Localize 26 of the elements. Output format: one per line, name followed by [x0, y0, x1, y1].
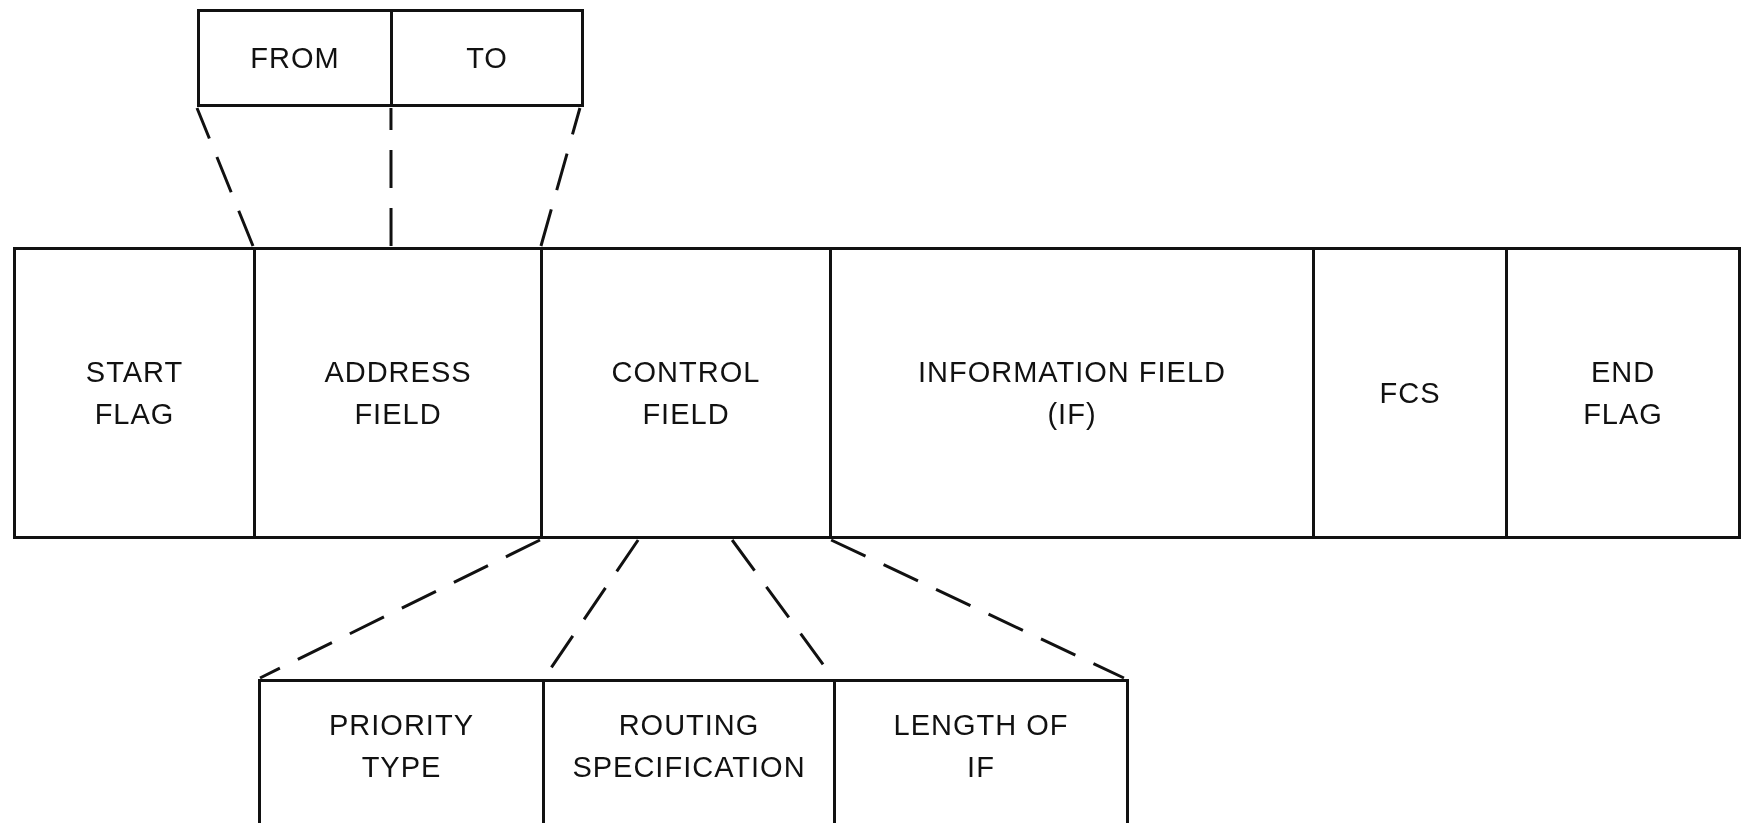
field-label: TO — [466, 40, 508, 76]
frame-field-cell — [13, 247, 256, 539]
field-label: START FLAG — [84, 354, 185, 432]
frame-field-cell — [253, 247, 543, 539]
field-label: INFORMATION FIELD (IF) — [916, 354, 1228, 432]
frame-field-cell — [1312, 247, 1508, 539]
field-label: FROM — [250, 40, 340, 76]
expansion-line — [259, 538, 541, 680]
expansion-line — [539, 107, 582, 247]
frame-field-cell — [829, 247, 1315, 539]
field-label: CONTROL FIELD — [610, 354, 762, 432]
frame-field-cell — [258, 679, 545, 823]
field-label: ROUTING SPECIFICATION — [571, 708, 807, 786]
field-label: ADDRESS FIELD — [323, 354, 473, 432]
field-label: END FLAG — [1582, 354, 1664, 432]
frame-field-cell — [833, 679, 1129, 823]
expansion-line — [389, 108, 393, 246]
frame-field-cell — [1505, 247, 1741, 539]
field-label: LENGTH OF IF — [892, 708, 1070, 786]
field-label: PRIORITY TYPE — [328, 708, 475, 786]
field-label: FCS — [1379, 375, 1441, 411]
frame-field-cell — [540, 247, 832, 539]
frame-field-cell — [197, 9, 393, 107]
expansion-line — [195, 107, 255, 247]
frame-field-cell — [390, 9, 584, 107]
expansion-line — [830, 538, 1125, 680]
